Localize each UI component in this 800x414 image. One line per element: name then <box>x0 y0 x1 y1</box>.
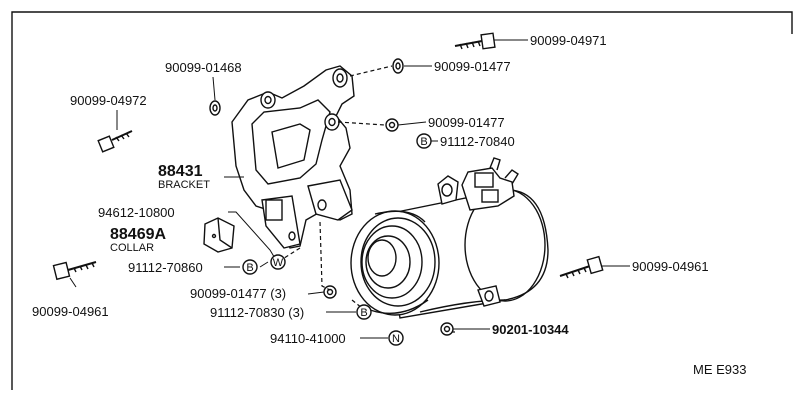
label-washer-lower: 90099-01477 (3) <box>190 286 286 301</box>
label-washer-top: 90099-01477 <box>434 59 511 74</box>
bolt-top-right <box>454 32 496 50</box>
label-bolt-b-left: 91112-70860 <box>128 260 203 275</box>
collar-illustration <box>203 217 235 253</box>
diagram-frame <box>11 11 793 390</box>
circle-markers: B B W B N <box>242 133 432 346</box>
part-labels: 90099-04971 90099-01477 90099-01468 9009… <box>32 33 746 377</box>
leader-lines <box>69 39 630 339</box>
label-washer-mid: 90099-01477 <box>428 115 505 130</box>
marker-b-mid-text: B <box>420 136 427 148</box>
marker-w <box>270 254 286 270</box>
label-bolt-b-mid: 91112-70840 <box>440 134 515 149</box>
label-stud-right: 90201-10344 <box>492 322 569 337</box>
marker-b-lower <box>356 304 372 320</box>
label-bolt-b-lower: 91112-70830 (3) <box>210 305 304 320</box>
marker-b-lower-text: B <box>360 307 367 319</box>
label-nut-n: 94110-41000 <box>270 331 346 346</box>
marker-b-mid <box>416 133 432 149</box>
marker-b-left-text: B <box>246 262 253 274</box>
label-bolt-upper-left: 90099-04972 <box>70 93 147 108</box>
page-code: ME E933 <box>693 362 746 377</box>
label-collar-name: COLLAR <box>110 242 154 254</box>
label-bolt-top-right: 90099-04971 <box>530 33 607 48</box>
compressor-illustration <box>350 157 549 319</box>
label-cushion: 94612-10800 <box>98 205 175 220</box>
washers <box>209 58 454 336</box>
bolt-lower-right <box>559 255 604 279</box>
label-bolt-lower-left: 90099-04961 <box>32 304 109 319</box>
bolt-lower-left <box>52 261 97 281</box>
label-bolt-lower-right: 90099-04961 <box>632 259 709 274</box>
marker-w-text: W <box>273 257 284 269</box>
label-bracket-number: 88431 <box>158 163 203 180</box>
marker-b-left <box>242 259 258 275</box>
bolt-upper-left <box>97 130 133 153</box>
label-bracket-name: BRACKET <box>158 179 210 191</box>
marker-n-text: N <box>392 333 400 345</box>
label-collar-number: 88469A <box>110 226 166 243</box>
marker-n <box>388 330 404 346</box>
bracket-illustration <box>231 65 355 249</box>
label-washer-top-left: 90099-01468 <box>165 60 242 75</box>
